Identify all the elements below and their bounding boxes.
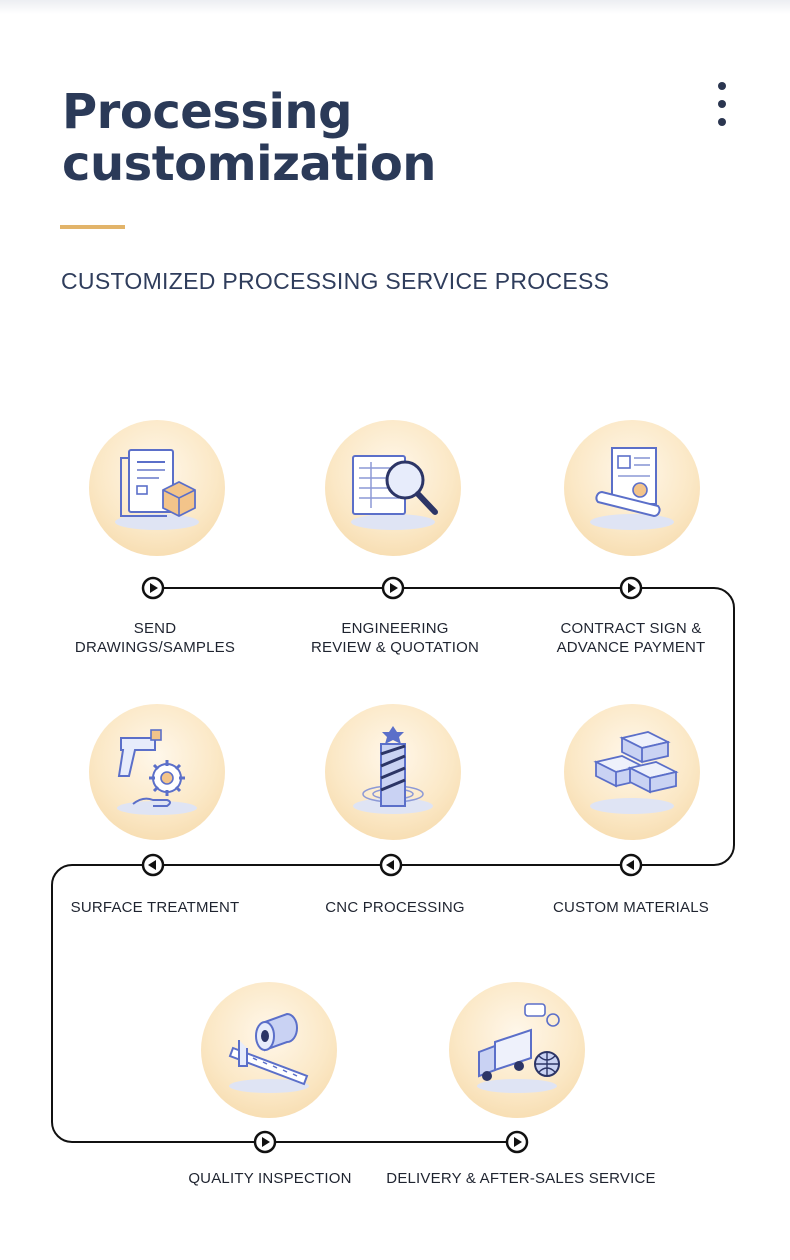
more-options-button[interactable]	[706, 78, 738, 130]
page-title: Processing customization	[62, 86, 436, 190]
step-label-line: SEND	[133, 620, 177, 637]
magnifier-blueprint-icon	[351, 455, 438, 530]
end-mill-icon	[353, 726, 433, 814]
step-circle-cnc-processing[interactable]	[325, 704, 461, 840]
step-circle-surface-treatment[interactable]	[89, 704, 225, 840]
contract-scroll-icon	[590, 447, 674, 530]
arrow-right-icon	[381, 576, 405, 600]
step-label-line: REVIEW & QUOTATION	[310, 639, 480, 656]
step-label-line: CONTRACT SIGN &	[560, 620, 702, 637]
step-label-cnc-processing: CNC PROCESSING	[295, 898, 495, 917]
arrow-right-icon	[619, 576, 643, 600]
step-label-surface-treatment: SURFACE TREATMENT	[55, 898, 255, 917]
step-label-line: DELIVERY & AFTER-SALES SERVICE	[386, 1170, 656, 1187]
accent-divider	[60, 225, 125, 229]
title-line-1: Processing	[62, 84, 352, 140]
step-label-quality-inspection: QUALITY INSPECTION	[165, 1169, 375, 1188]
section-subtitle: CUSTOMIZED PROCESSING SERVICE PROCESS	[61, 268, 610, 294]
more-dot	[718, 118, 726, 126]
step-label-line: CUSTOM MATERIALS	[553, 899, 709, 916]
step-label-engineering-review: ENGINEERING REVIEW & QUOTATION	[295, 619, 495, 657]
arrow-left-icon	[379, 853, 403, 877]
step-label-send-drawings: SEND DRAWINGS/SAMPLES	[55, 619, 255, 657]
document-box-icon	[115, 449, 199, 530]
step-circle-contract-sign[interactable]	[564, 420, 700, 556]
more-dot	[718, 82, 726, 90]
arrow-right-icon	[141, 576, 165, 600]
delivery-truck-icon	[477, 1003, 560, 1093]
step-label-delivery: DELIVERY & AFTER-SALES SERVICE	[381, 1169, 661, 1188]
step-circle-engineering-review[interactable]	[325, 420, 461, 556]
step-label-line: SURFACE TREATMENT	[70, 899, 240, 916]
step-label-line: CNC PROCESSING	[325, 899, 465, 916]
arrow-left-icon	[141, 853, 165, 877]
arrow-right-icon	[253, 1130, 277, 1154]
step-circle-send-drawings[interactable]	[89, 420, 225, 556]
step-label-line: ENGINEERING	[341, 620, 449, 637]
step-label-line: ADVANCE PAYMENT	[556, 639, 706, 656]
step-label-custom-materials: CUSTOM MATERIALS	[531, 898, 731, 917]
step-circle-custom-materials[interactable]	[564, 704, 700, 840]
step-label-line: DRAWINGS/SAMPLES	[74, 639, 236, 656]
top-shadow	[0, 0, 790, 14]
step-circle-quality-inspection[interactable]	[201, 982, 337, 1118]
arrow-right-icon	[505, 1130, 529, 1154]
more-dot	[718, 100, 726, 108]
step-circle-delivery[interactable]	[449, 982, 585, 1118]
step-label-line: QUALITY INSPECTION	[188, 1170, 352, 1187]
steel-ingot-icon	[590, 731, 679, 814]
spray-gun-gear-icon	[117, 729, 197, 815]
step-label-contract-sign: CONTRACT SIGN & ADVANCE PAYMENT	[531, 619, 731, 657]
arrow-left-icon	[619, 853, 643, 877]
caliper-icon	[228, 1012, 309, 1093]
title-line-2: customization	[62, 136, 436, 192]
